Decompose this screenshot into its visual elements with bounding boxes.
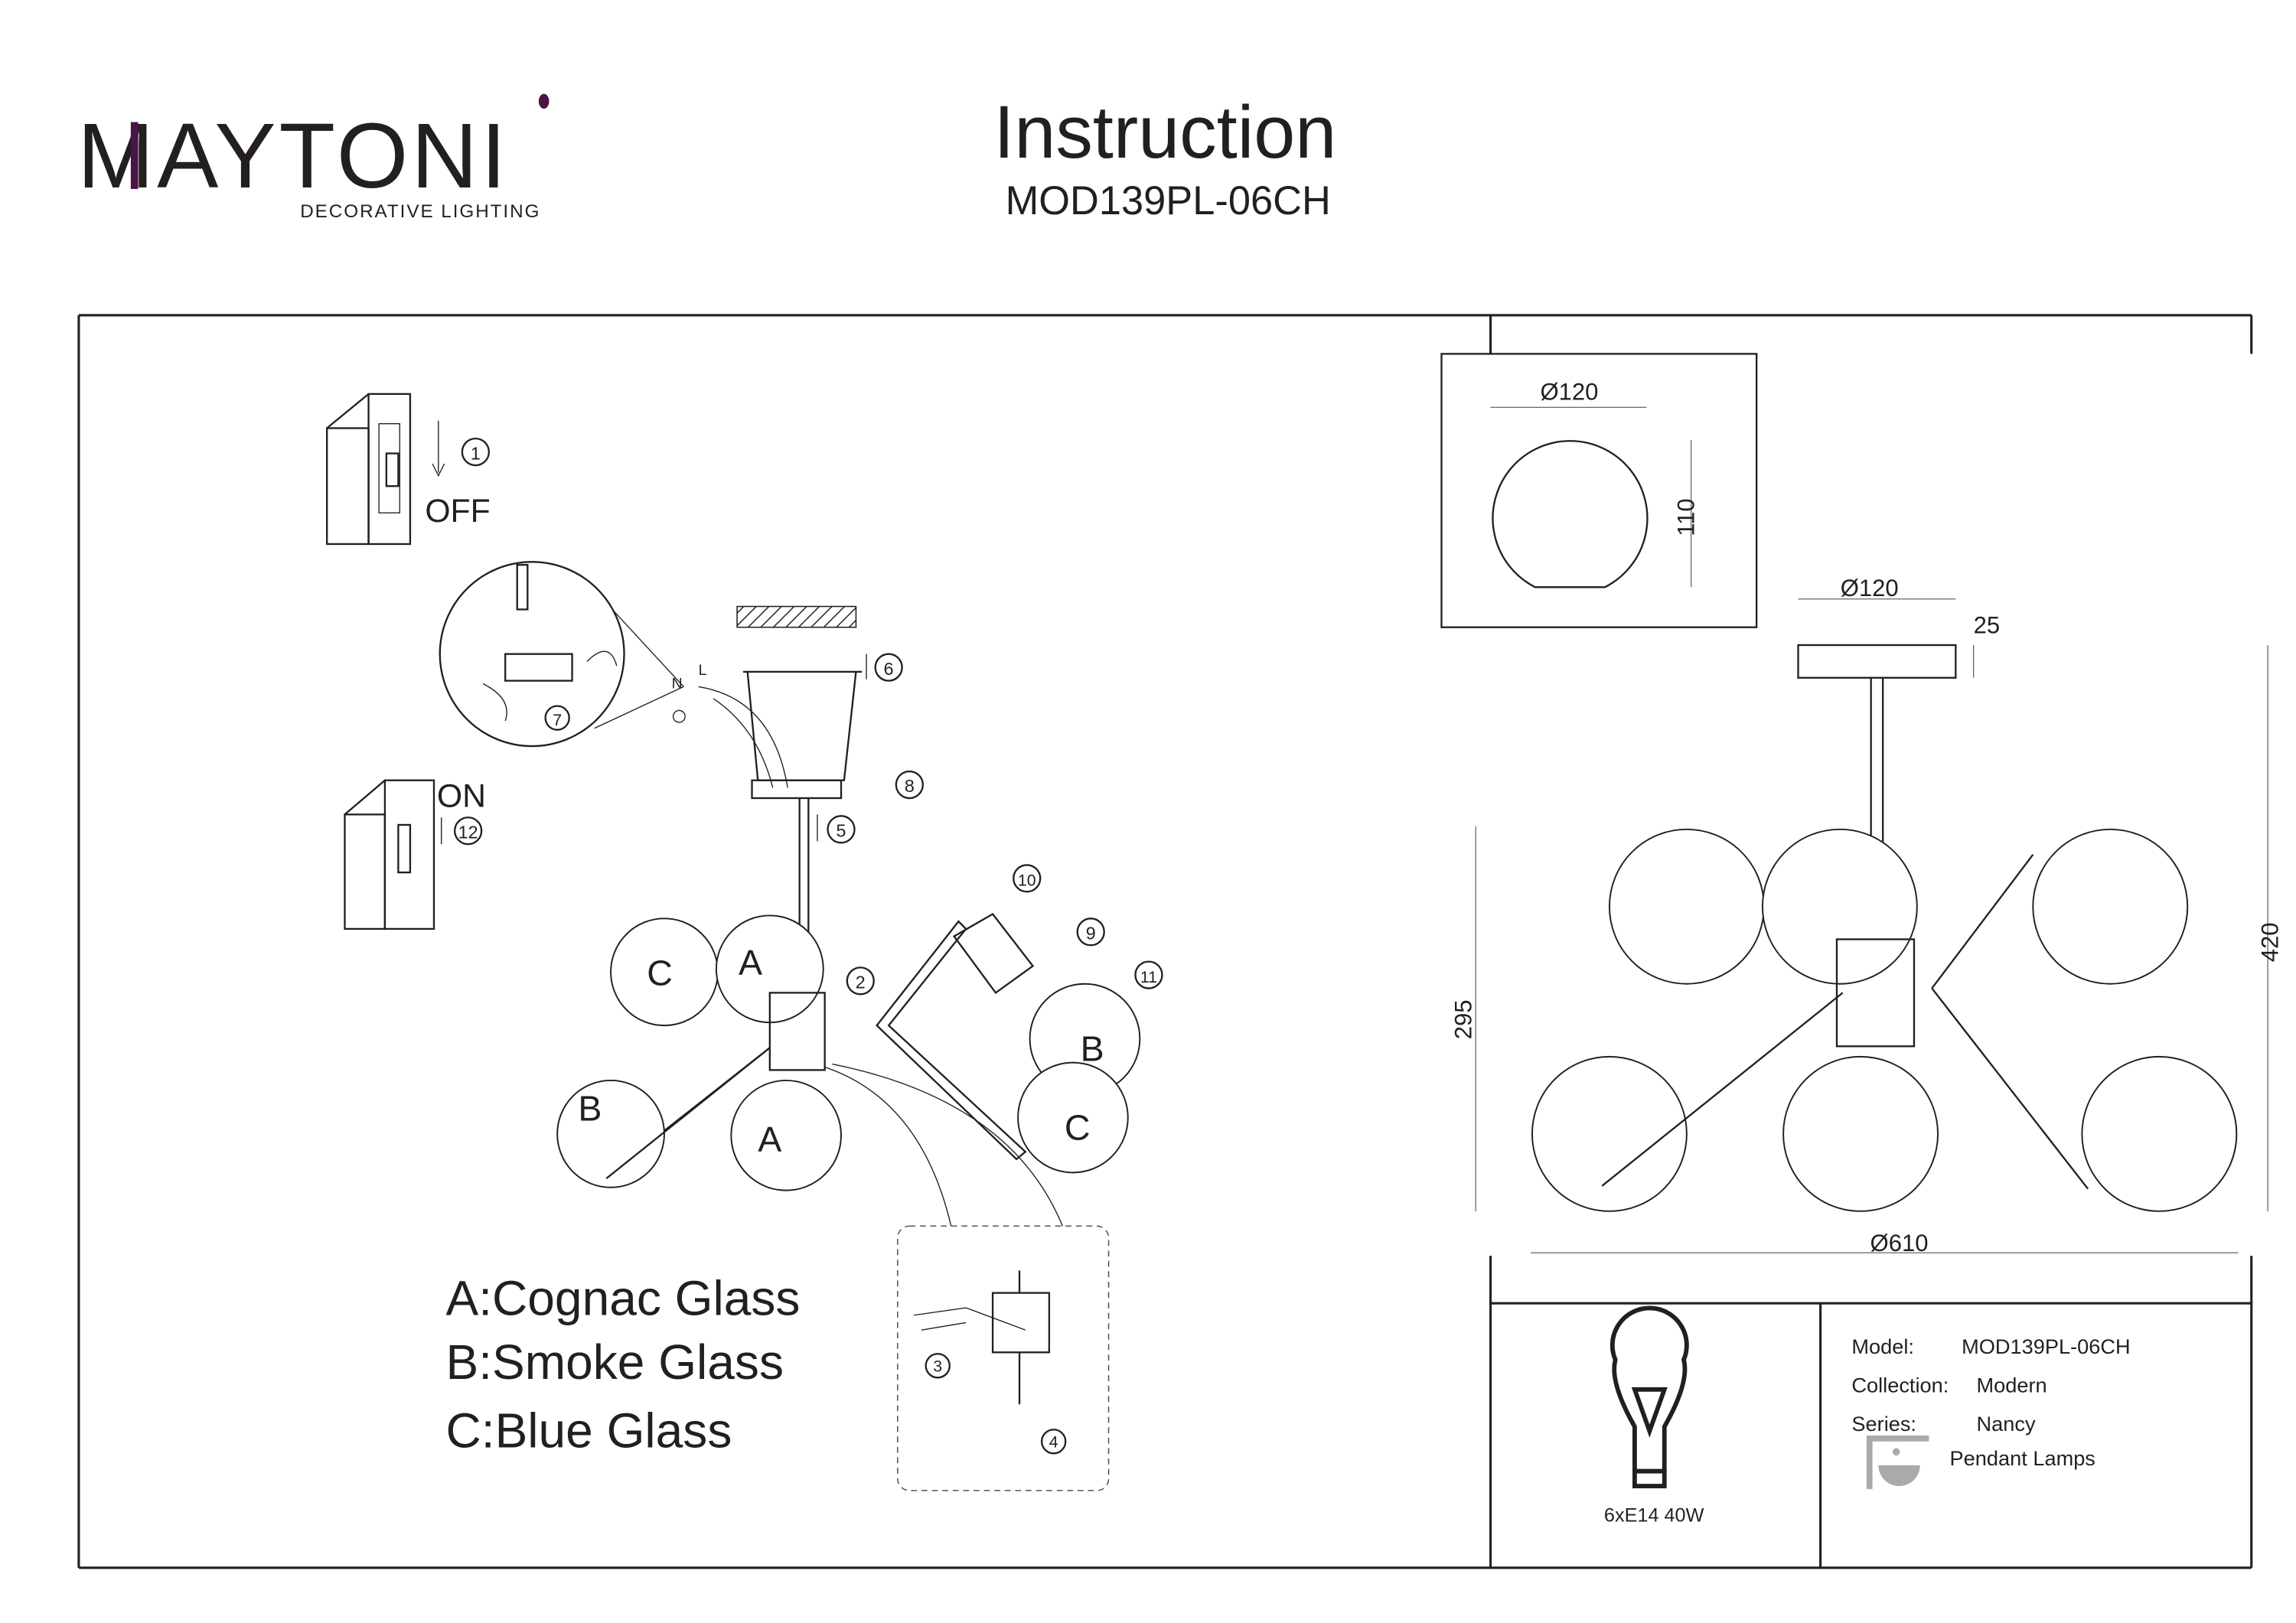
- dimension-label: Ø610: [1870, 1230, 1929, 1256]
- page-title: Instruction: [993, 90, 1336, 174]
- brand-tagline: DECORATIVE LIGHTING: [300, 201, 540, 222]
- brand-accent-dot: [538, 93, 550, 109]
- step-number: 9: [1086, 923, 1096, 943]
- dimension-label: 295: [1450, 999, 1476, 1039]
- off-label: OFF: [425, 493, 490, 530]
- dimension-label: Ø120: [1841, 575, 1899, 601]
- model-label: Model:: [1851, 1335, 1914, 1358]
- step-number: 10: [1018, 872, 1036, 890]
- glass-letter: B: [578, 1088, 602, 1128]
- lamp-dimension-drawing: Ø120 25 420 295 Ø610: [1450, 575, 2283, 1256]
- step-number: 7: [553, 711, 562, 729]
- bulb-spec-cell: 6xE14 40W: [1604, 1305, 1704, 1527]
- step-number: 8: [905, 776, 915, 796]
- glass-letter: C: [647, 953, 673, 993]
- step-number: 5: [837, 821, 846, 841]
- legend-item: C:Blue Glass: [446, 1403, 732, 1458]
- light-bulb-icon: [1609, 1305, 1689, 1488]
- step-number: 1: [471, 443, 481, 463]
- mounting-diagram: 6 8 5: [698, 605, 924, 981]
- series-label: Series:: [1851, 1412, 1916, 1436]
- frame: [77, 314, 2253, 1569]
- brand-name: MAYTONI: [77, 104, 509, 207]
- shade-dimension-box: Ø120 110: [1440, 353, 1758, 628]
- wiring-detail: 3 4: [897, 1225, 1110, 1491]
- dimension-label: 420: [2257, 922, 2284, 962]
- legend-item: B:Smoke Glass: [446, 1335, 784, 1390]
- step-number: 12: [458, 822, 478, 842]
- step-number: 3: [933, 1357, 942, 1376]
- dimension-label: 110: [1673, 498, 1700, 536]
- step-number: 2: [856, 973, 866, 992]
- on-label: ON: [437, 778, 486, 815]
- switch-off-diagram: 1 OFF: [326, 393, 491, 546]
- step-number: 6: [884, 659, 894, 679]
- dimension-label: Ø120: [1541, 379, 1599, 406]
- product-spec-cell: Model: MOD139PL-06CH Collection: Modern …: [1851, 1335, 2131, 1489]
- series-value: Nancy: [1977, 1412, 2036, 1436]
- glass-letter: C: [1065, 1108, 1091, 1148]
- pendant-lamp-icon: [1866, 1436, 1929, 1489]
- collection-label: Collection:: [1851, 1374, 1949, 1397]
- switch-on-diagram: ON 12: [344, 778, 486, 930]
- glass-letter: B: [1081, 1029, 1104, 1069]
- product-type: Pendant Lamps: [1950, 1446, 2095, 1470]
- brand-accent-bar: [130, 122, 139, 189]
- wire-n-label: N: [672, 675, 683, 692]
- page-model: MOD139PL-06CH: [1006, 179, 1331, 223]
- wire-l-label: L: [699, 662, 707, 679]
- brand-logo: MAYTONI DECORATIVE LIGHTING: [77, 93, 550, 222]
- exploded-lamp-diagram: C A B A 2 10 9 11 B C: [556, 864, 1163, 1227]
- terminal-block-detail: 7 N L: [439, 561, 707, 748]
- step-number: 11: [1140, 968, 1157, 986]
- collection-value: Modern: [1977, 1374, 2047, 1397]
- glass-letter: A: [739, 943, 762, 983]
- model-value: MOD139PL-06CH: [1962, 1335, 2130, 1358]
- glass-letter: A: [758, 1119, 781, 1159]
- legend-item: A:Cognac Glass: [446, 1271, 801, 1326]
- glass-legend: A:Cognac Glass B:Smoke Glass C:Blue Glas…: [446, 1271, 801, 1458]
- dimension-label: 25: [1974, 611, 2001, 638]
- bulb-spec: 6xE14 40W: [1604, 1505, 1704, 1527]
- step-number: 4: [1049, 1433, 1058, 1452]
